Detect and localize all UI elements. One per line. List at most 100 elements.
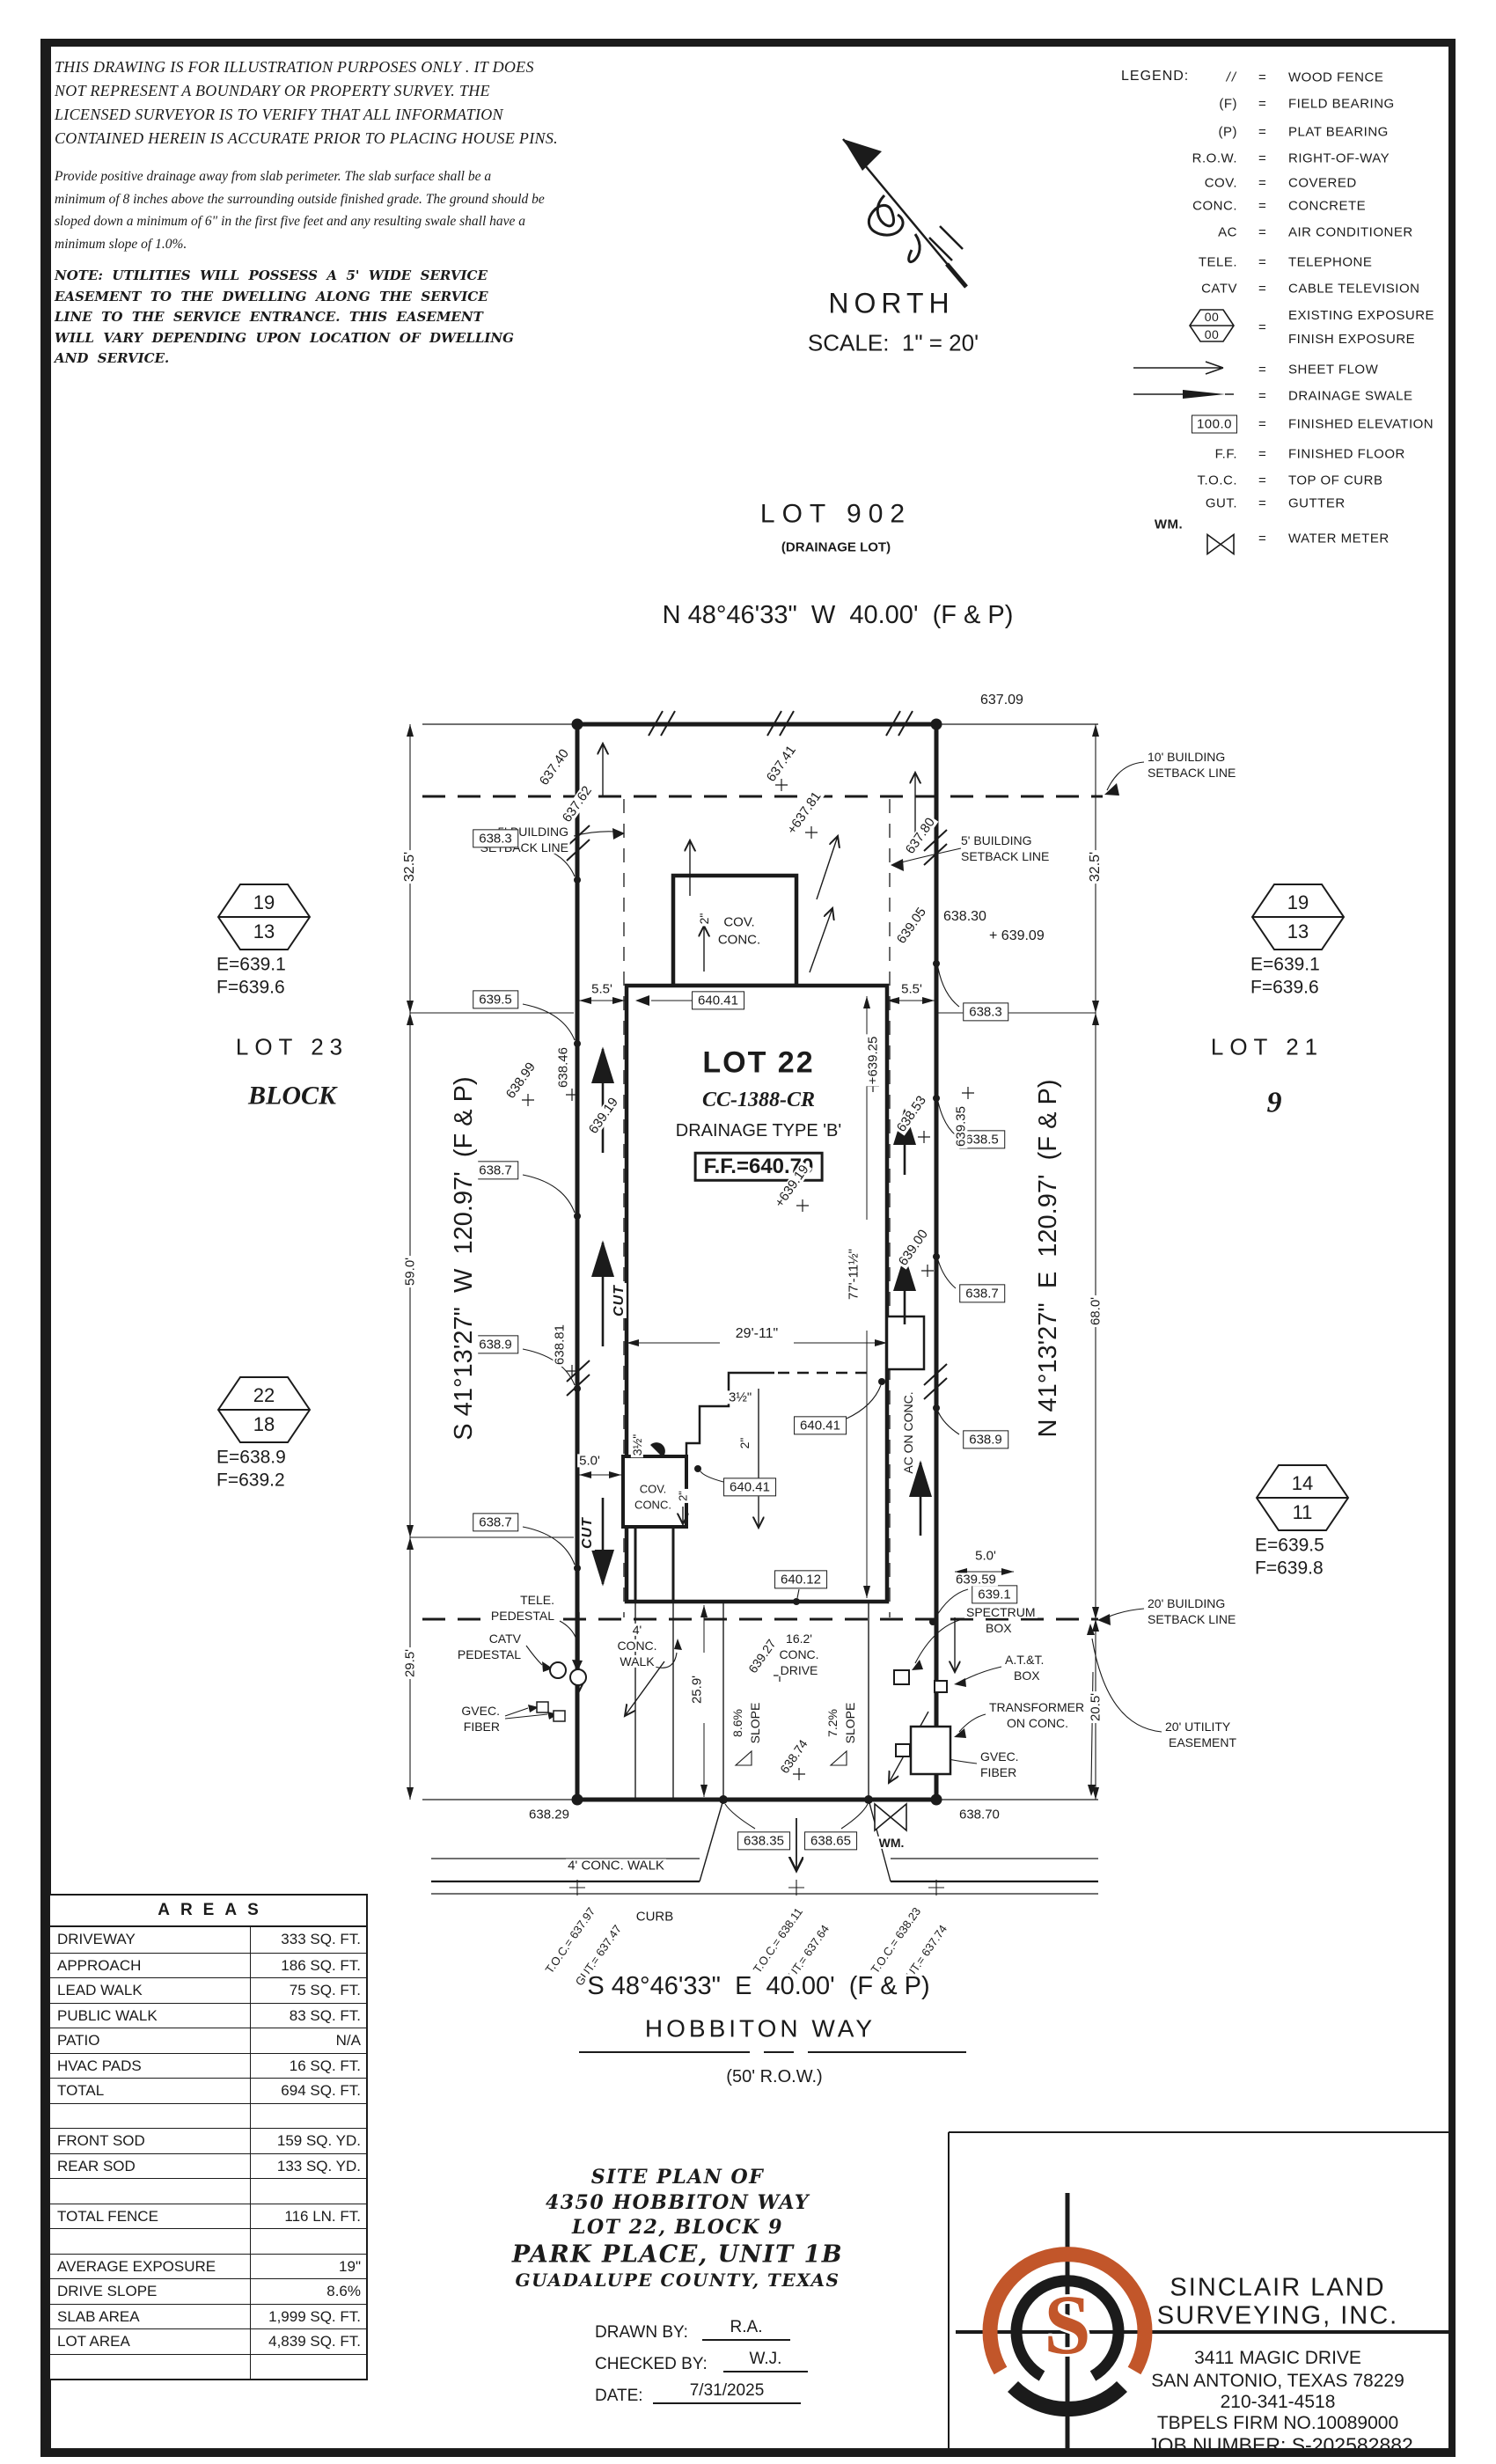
spot-elev: 639.59 (954, 1572, 998, 1588)
note-utility-line: LINE TO THE SERVICE ENTRANCE. THIS EASEM… (55, 309, 483, 325)
spot-elev: 638.30 (942, 908, 988, 925)
dimension: 5.0' (973, 1548, 998, 1564)
legend-desc: FINISHED ELEVATION (1288, 416, 1434, 432)
equals: = (1258, 254, 1267, 270)
boxed-elev: 640.41 (692, 991, 744, 1010)
areas-row-value: 75 SQ. FT. (289, 1982, 361, 1998)
legend-item: COV.=COVERED (1100, 172, 1478, 194)
legend-symbol: (F) (1219, 96, 1237, 112)
corner-and-leader-dots (407, 718, 1119, 1806)
drive-label: CONC. (777, 1646, 821, 1661)
legend-desc: DRAINAGE SWALE (1288, 388, 1413, 404)
setback-line-5ft (623, 799, 891, 1617)
benchmark-elev: E=639.1 (215, 954, 288, 975)
equals: = (1258, 150, 1267, 166)
spot-elev: 638.29 (527, 1807, 571, 1822)
areas-row-value: 4,839 SQ. FT. (268, 2333, 361, 2350)
equals: = (1258, 416, 1267, 432)
checked-by-value: W.J. (723, 2350, 808, 2372)
legend-item: AC=AIR CONDITIONER (1100, 221, 1478, 244)
legend-symbol: // (1226, 70, 1237, 85)
legend-desc: CABLE TELEVISION (1288, 281, 1420, 297)
street-row: (50' R.O.W.) (724, 2066, 825, 2086)
boxed-elev: 638.65 (804, 1831, 857, 1851)
utility-label: GVEC. (459, 1703, 502, 1718)
setback-label: 20' BUILDING (1146, 1595, 1228, 1610)
areas-row-label (50, 2103, 251, 2128)
utility-label: A.T.&T. (1003, 1652, 1046, 1667)
areas-row-value: 16 SQ. FT. (289, 2057, 361, 2074)
benchmark-num: 18 (251, 1412, 277, 1435)
legend-desc: EXISTING EXPOSURE FINISH EXPOSURE (1288, 308, 1435, 347)
boxed-elev: 638.35 (737, 1831, 790, 1851)
adjacent-lot: LOT 23 (233, 1033, 351, 1060)
legend-desc: FINISHED FLOOR (1288, 446, 1405, 462)
utility-label: PEDESTAL (455, 1646, 523, 1661)
easement-label: 20' UTILITY (1163, 1719, 1233, 1734)
scale-label: SCALE: 1" = 20' (805, 329, 981, 356)
benchmark-elev: F=639.6 (215, 977, 287, 998)
note-disclaimer-line: THIS DRAWING IS FOR ILLUSTRATION PURPOSE… (55, 58, 534, 77)
areas-table-title: AREAS (50, 1896, 366, 1927)
legend-symbol: (P) (1218, 124, 1237, 140)
dimension: 5.5' (899, 981, 924, 997)
legend-item: =DRAINAGE SWALE (1100, 385, 1478, 407)
setback-label: SETBACK LINE (1146, 765, 1238, 780)
equals: = (1258, 281, 1267, 297)
legend-item: //=WOOD FENCE (1100, 66, 1478, 89)
benchmark-num: 22 (251, 1383, 277, 1406)
firm-number: TBPELS FIRM NO.10089000 (1156, 2413, 1399, 2433)
gvec-fiber-icon (536, 1701, 549, 1713)
benchmark-elev: E=639.5 (1253, 1535, 1326, 1556)
logo-inner-ring (1010, 2275, 1125, 2381)
spectrum-box-icon (893, 1669, 910, 1685)
boxed-elev: 639.5 (473, 990, 518, 1009)
areas-row (50, 2228, 366, 2254)
catv-pedestal-icon (549, 1661, 567, 1679)
legend-item: CATV=CABLE TELEVISION (1100, 277, 1478, 300)
areas-row-label: APPROACH (50, 1953, 251, 1977)
areas-row-label: SLAB AREA (50, 2304, 251, 2328)
legend-symbol: F.F. (1214, 446, 1237, 462)
legend-desc: WOOD FENCE (1288, 70, 1384, 85)
areas-row-label: DRIVEWAY (50, 1927, 251, 1953)
title-block-line: 4350 HOBBITON WAY (545, 2191, 810, 2214)
date-label: DATE: (595, 2387, 643, 2405)
equals: = (1258, 362, 1267, 378)
swale-legend-icon (1100, 386, 1237, 406)
legend-desc: FIELD BEARING (1288, 96, 1395, 112)
legend-symbol: AC (1218, 224, 1237, 240)
areas-row-label: REAR SOD (50, 2153, 251, 2178)
note-drainage-line: sloped down a minimum of 6" in the first… (55, 214, 526, 230)
dimension: 29'-11" (733, 1325, 781, 1342)
wm-label: WM. (876, 1835, 906, 1850)
driveway (722, 1602, 869, 1800)
equals: = (1258, 446, 1267, 462)
equals: = (1258, 124, 1267, 140)
equals: = (1258, 198, 1267, 214)
spot-elev: + 639.09 (987, 928, 1046, 944)
equals: = (1258, 473, 1267, 488)
benchmark-num: 13 (251, 920, 277, 942)
lot902-sub: (DRAINAGE LOT) (779, 539, 893, 555)
legend-symbol: GUT. (1205, 495, 1237, 511)
easement-label: EASEMENT (1167, 1734, 1239, 1749)
boxed-elev: 640.41 (723, 1478, 776, 1497)
areas-row-label: DRIVE SLOPE (50, 2279, 251, 2304)
equals: = (1258, 495, 1267, 511)
benchmark-num: 19 (1285, 891, 1311, 913)
areas-row-value: 694 SQ. FT. (281, 2082, 361, 2099)
benchmark-elev: F=639.8 (1253, 1558, 1325, 1579)
checked-by-label: CHECKED BY: (595, 2355, 708, 2373)
